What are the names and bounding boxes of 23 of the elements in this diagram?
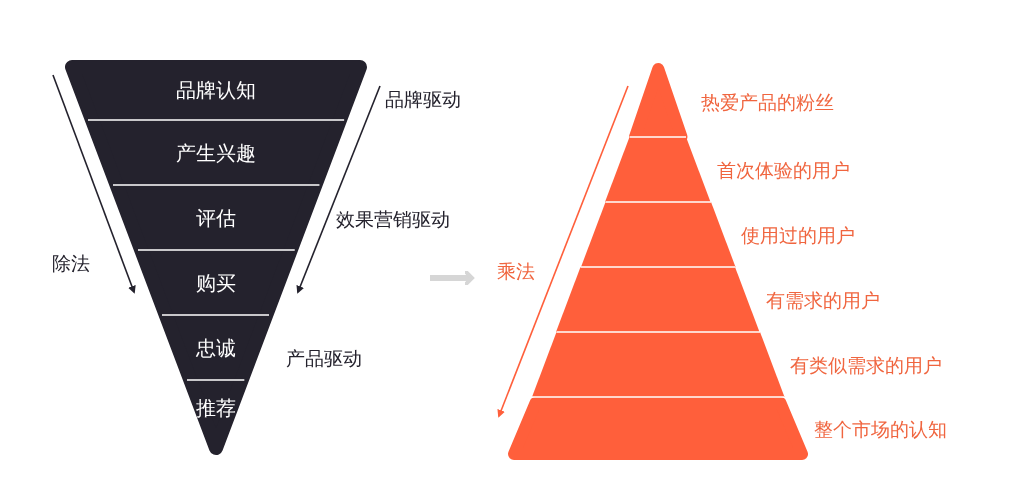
band-label: 购买 [196,270,236,295]
side-label: 产品驱动 [286,346,362,371]
side-label: 品牌驱动 [385,87,461,112]
band-caption: 有类似需求的用户 [790,352,942,378]
pyramid-band [629,62,687,137]
arrow-label: 乘法 [497,259,535,284]
pyramid-band [556,267,760,332]
band-label: 产生兴趣 [176,140,256,165]
band-label: 推荐 [196,395,236,420]
band-caption: 首次体验的用户 [716,157,850,183]
band-caption: 热爱产品的粉丝 [700,89,834,115]
band-label: 忠诚 [196,335,236,360]
band-label: 评估 [196,205,236,230]
band-caption: 整个市场的认知 [814,416,948,442]
pyramid-band [508,397,808,460]
pyramid-band [580,202,736,267]
band-label: 品牌认知 [176,78,256,102]
arrow-label: 除法 [52,251,90,276]
band-caption: 有需求的用户 [765,287,880,313]
band-caption: 使用过的用户 [741,222,855,248]
pyramid-band [605,137,711,202]
pyramid-band [531,332,785,397]
side-label: 效果营销驱动 [336,207,450,232]
